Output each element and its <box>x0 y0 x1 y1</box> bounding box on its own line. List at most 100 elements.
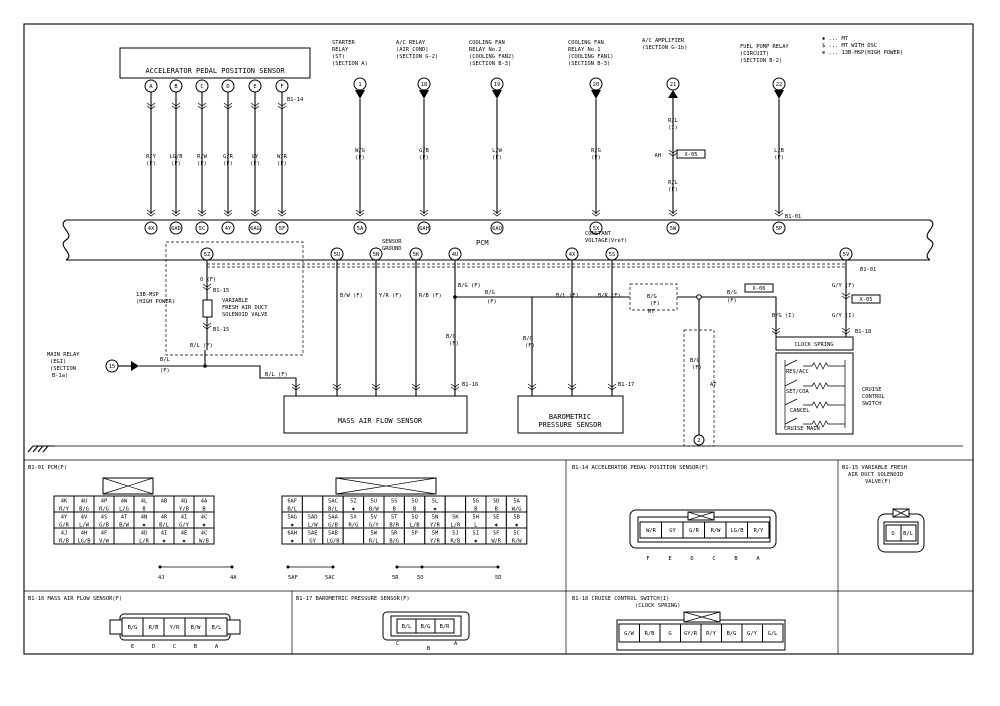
connector-mark <box>171 209 181 217</box>
connector-mark <box>771 327 781 335</box>
pcm-cell-text: R/B <box>59 539 69 545</box>
arrow-down <box>355 90 365 99</box>
pcm-cell-text: 5J <box>452 531 459 537</box>
pcm-term-5P <box>772 221 786 235</box>
svg-text:D: D <box>690 556 693 562</box>
connector-mark <box>355 209 365 217</box>
pcm-term-6AH-label: 6AH <box>419 226 429 232</box>
pcm-cell-text: G/R <box>59 523 69 529</box>
pcm-term-5U-label: 5U <box>334 252 341 258</box>
svg-text:B/R: B/R <box>440 624 450 630</box>
pcm-term-4X-label: 4X <box>569 252 576 258</box>
pcm-cell-text: L/R <box>451 523 461 529</box>
pcm-term-5V-label: 5V <box>843 252 850 258</box>
svg-text:(F): (F) <box>355 155 365 161</box>
relay-label: RELAY No.2 <box>469 47 501 53</box>
pcm-cell-text: B <box>393 507 396 513</box>
app-wire-color: R/W <box>197 154 207 160</box>
maf-sensor-box <box>283 395 468 434</box>
x06-box <box>744 283 774 293</box>
svg-text:B/G: B/G <box>647 294 657 300</box>
pcm-term <box>195 221 209 235</box>
svg-text:B1-16 MASS AIR FLOW SENSOR(F): B1-16 MASS AIR FLOW SENSOR(F) <box>28 596 122 602</box>
connector-mark <box>202 322 212 330</box>
svg-text:O (F): O (F) <box>200 277 216 283</box>
pcm-cell-text: W/B <box>199 539 209 545</box>
svg-text:VALVE(F): VALVE(F) <box>865 479 891 485</box>
svg-text:X-05: X-05 <box>860 297 873 303</box>
app-pin-D-label: D <box>226 84 229 90</box>
svg-text:R/B: R/B <box>149 625 159 631</box>
pcm-cell-text: R/L <box>369 539 379 545</box>
pcm-term-5A <box>353 221 367 235</box>
pcm-term-4U-label: 4U <box>452 252 459 258</box>
pcm-term-5S-label: 5S <box>609 252 616 258</box>
diagram-frame <box>23 23 974 655</box>
connector-mark <box>774 209 784 217</box>
pcm-cell-text: 4U <box>81 499 88 505</box>
relay-connector-18-label: 18 <box>421 82 428 88</box>
relay-label: (COOLING FAN1) <box>568 54 613 60</box>
pcm-cell-text: 4W <box>121 499 128 505</box>
pcm-cell-text: 5Q <box>411 515 418 521</box>
app-wire-color: LG/B <box>170 154 183 160</box>
connector-mark <box>668 209 678 217</box>
pcm-cell-text: 5V <box>371 515 378 521</box>
svg-text:G/W: G/W <box>624 631 634 637</box>
svg-text:B/G: B/G <box>128 625 138 631</box>
connector-mark <box>197 209 207 217</box>
relay-label: (SECTION A) <box>332 61 368 67</box>
svg-text:(F): (F) <box>492 155 502 161</box>
svg-text:E: E <box>131 644 134 650</box>
pcm-cell-text: 4R <box>161 515 168 521</box>
svg-text:AT: AT <box>710 382 717 388</box>
svg-text:SWITCH: SWITCH <box>862 401 881 407</box>
pcm-cell-text: 5L <box>432 499 439 505</box>
pcm-term <box>169 221 183 235</box>
svg-text:CLOCK SPRING: CLOCK SPRING <box>795 342 834 348</box>
pcm-cell-text: 5R <box>391 531 398 537</box>
svg-text:G/Y: G/Y <box>747 631 757 637</box>
relay-connector-22-label: 22 <box>776 82 783 88</box>
relay-label: STARTER <box>332 40 355 46</box>
app-sensor-title: ACCELERATOR PEDAL POSITION SENSOR <box>145 67 285 75</box>
app-wire-f: (F) <box>250 161 260 167</box>
svg-text:CRUISE MAIN: CRUISE MAIN <box>784 426 820 432</box>
svg-text:B/G: B/G <box>727 290 737 296</box>
app-sensor-wires: AR/Y(F)4XBLG/B(F)6ADCR/W(F)5CDG/R(F)4YEG… <box>144 79 289 235</box>
app-sensor-box <box>119 47 311 79</box>
relay-label: COOLING FAN <box>469 40 505 46</box>
pcm-cell-text: B/L <box>328 507 338 513</box>
pcm-cell-text: 4K <box>61 499 68 505</box>
pcm-cell-text: B <box>202 507 205 513</box>
svg-text:D: D <box>152 644 155 650</box>
svg-text:MAIN RELAY: MAIN RELAY <box>47 352 80 358</box>
pcm-cell <box>113 527 135 545</box>
app-wire-f: (F) <box>171 161 181 167</box>
app-wire-f: (F) <box>277 161 287 167</box>
pcm-cell-text: 4N <box>141 515 148 521</box>
svg-text:15: 15 <box>109 364 116 370</box>
svg-text:R/L: R/L <box>668 118 678 124</box>
svg-text:L/B: L/B <box>774 148 784 154</box>
svg-text:B/G: B/G <box>690 358 700 364</box>
pcm-cell-text: ✱ <box>182 539 186 545</box>
svg-text:R/B: R/B <box>645 631 655 637</box>
pcm-cell-text: G/B <box>328 523 338 529</box>
connector-mark <box>146 102 156 110</box>
svg-text:C: C <box>396 641 399 647</box>
svg-text:(F): (F) <box>419 155 429 161</box>
pcm-term-label: 4X <box>148 226 155 232</box>
pcm-cell-text: 5X <box>350 515 357 521</box>
svg-text:13B-MSP: 13B-MSP <box>136 292 159 298</box>
svg-text:B1-15 VARIABLE FRESH: B1-15 VARIABLE FRESH <box>842 465 907 471</box>
svg-text:B/L (F): B/L (F) <box>190 343 213 349</box>
svg-text:G/Y (F): G/Y (F) <box>832 283 855 289</box>
legend-dsc: $ ... MT WITH DSC <box>822 43 877 49</box>
svg-text:G: G <box>668 631 671 637</box>
connector-mark <box>371 383 381 391</box>
svg-text:(F): (F) <box>160 368 170 374</box>
svg-text:(F): (F) <box>487 299 497 305</box>
connector-mark <box>277 102 287 110</box>
connector-mark <box>607 383 617 391</box>
